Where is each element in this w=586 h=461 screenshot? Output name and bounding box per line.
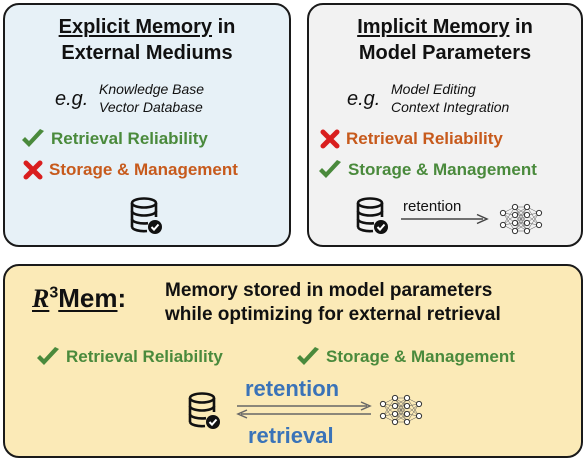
check-icon (21, 129, 45, 149)
check-icon (318, 160, 342, 180)
eg-label: e.g. (347, 88, 381, 110)
pro-row: Retrieval Reliability (21, 129, 208, 149)
r3mem-panel: R3Mem: Memory stored in model parameters… (3, 264, 583, 458)
con-row: Storage & Management (23, 160, 238, 180)
explicit-memory-title: Explicit Memory in External Mediums (58, 16, 236, 64)
bidirectional-arrow (236, 401, 372, 419)
database-check-icon (129, 197, 163, 235)
cross-icon (320, 129, 340, 149)
retention-label: retention (245, 376, 340, 401)
eg-label: e.g. (55, 88, 89, 110)
r3mem-name: R3Mem: (32, 283, 127, 313)
example-item: Knowledge Base (99, 81, 205, 97)
pro-row: Retrieval Reliability (36, 347, 223, 367)
check-icon (36, 347, 60, 367)
neural-network-icon (499, 203, 547, 235)
retention-label: retention (403, 198, 462, 215)
retention-arrow (401, 213, 489, 225)
example-item: Context Integration (391, 99, 510, 115)
retrieval-label: retrieval (248, 423, 334, 448)
con-row: Retrieval Reliability (320, 129, 503, 149)
implicit-memory-title: Implicit Memory in Model Parameters (357, 16, 533, 64)
cross-icon (23, 160, 43, 180)
pro-row: Storage & Management (318, 160, 537, 180)
example-item: Model Editing (391, 81, 476, 97)
explicit-memory-panel: Explicit Memory in External Mediums e.g.… (3, 3, 291, 247)
examples-list: Model Editing Context Integration (391, 80, 509, 116)
database-check-icon (187, 392, 221, 430)
check-icon (296, 347, 320, 367)
r3mem-description: Memory stored in model parameters while … (165, 280, 501, 325)
example-item: Vector Database (99, 99, 203, 115)
pro-row: Storage & Management (296, 347, 515, 367)
neural-network-icon (379, 394, 427, 426)
implicit-memory-panel: Implicit Memory in Model Parameters e.g.… (307, 3, 583, 247)
examples-list: Knowledge Base Vector Database (99, 80, 204, 116)
database-check-icon (355, 197, 389, 235)
